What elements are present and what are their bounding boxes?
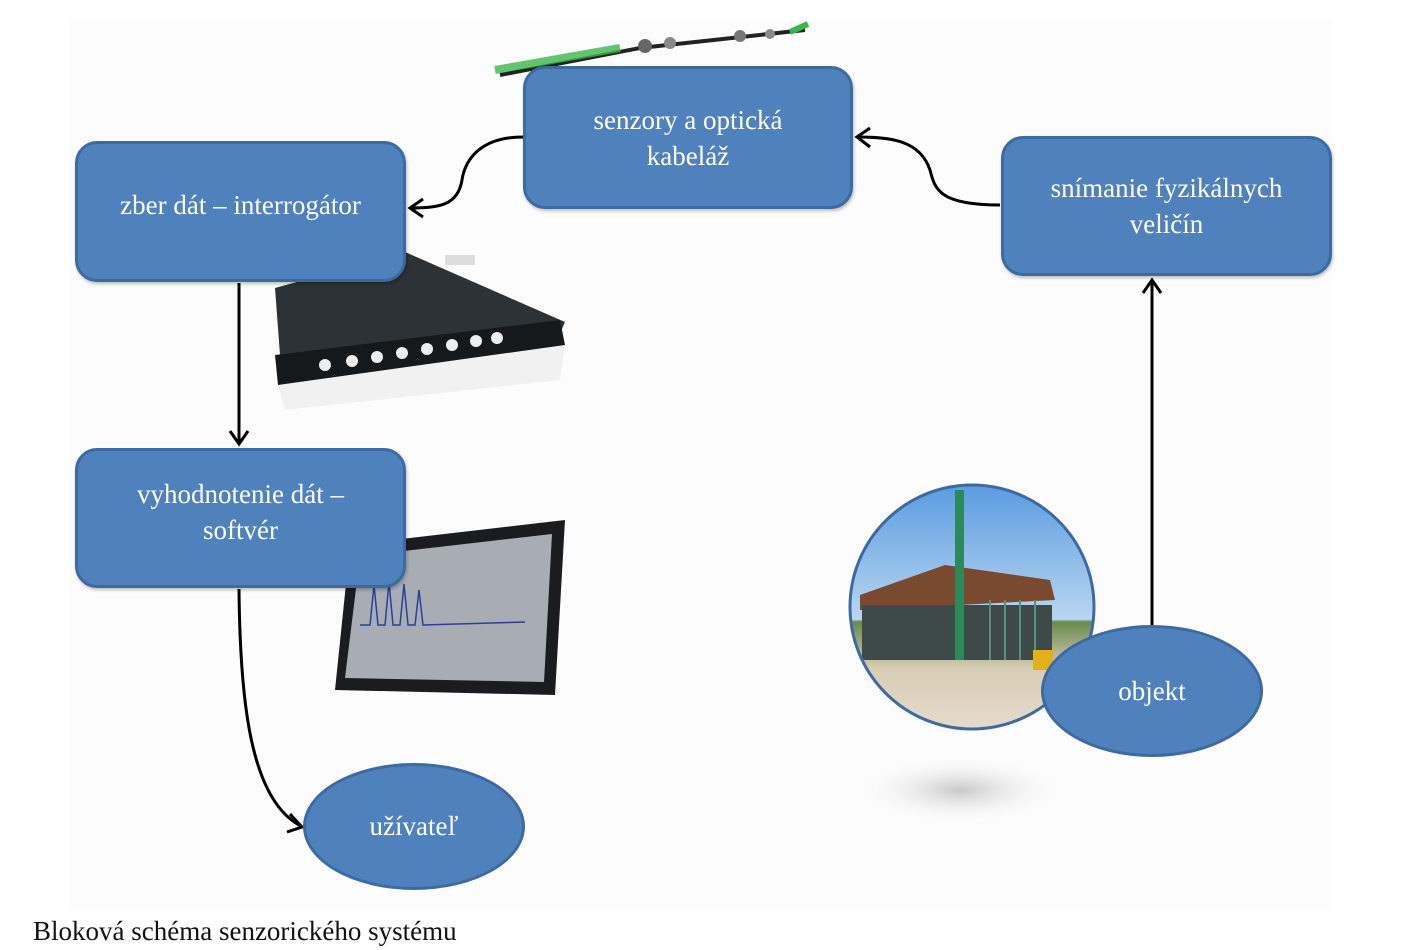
construction-photo (848, 483, 1096, 825)
node-acquisition: zber dát – interrogátor (75, 141, 406, 282)
arrow-sensors-to-acquisition (409, 135, 524, 210)
arrow-evaluation-to-user (237, 588, 302, 828)
node-label: vyhodnotenie dát – softvér (137, 479, 344, 545)
node-label: snímanie fyzikálnych veličín (1050, 173, 1283, 239)
node-sensors: senzory a optická kabeláž (523, 66, 853, 209)
node-label: užívateľ (369, 811, 459, 841)
node-label: senzory a optická kabeláž (593, 104, 783, 171)
node-evaluation: vyhodnotenie dát – softvér (75, 448, 406, 588)
node-label: zber dát – interrogátor (120, 189, 361, 220)
node-user: užívateľ (303, 763, 525, 890)
arrows (228, 126, 1163, 834)
node-label: objekt (1118, 675, 1186, 706)
figure-caption: Bloková schéma senzorického systému (33, 916, 457, 946)
node-sensing: snímanie fyzikálnych veličín (1001, 136, 1332, 276)
node-object: objekt (1041, 625, 1263, 757)
arrow-sensing-to-sensors (856, 135, 1001, 207)
